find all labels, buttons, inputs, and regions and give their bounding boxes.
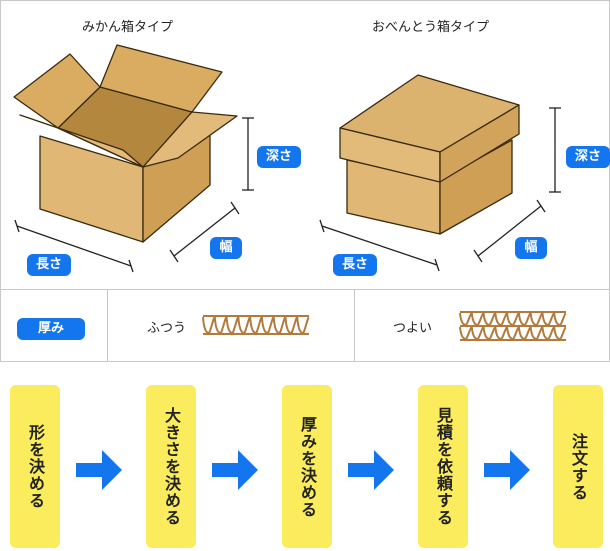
divider — [354, 289, 355, 362]
width-badge: 幅 — [515, 237, 547, 259]
obento-box — [339, 74, 520, 235]
box-illustrations — [13, 44, 561, 273]
dimension-lines — [14, 107, 561, 273]
step-order: 注文する — [553, 385, 603, 548]
normal-label: ふつう — [147, 321, 187, 336]
mikan-box — [13, 44, 238, 243]
divider — [107, 289, 108, 362]
step-size: 大きさを決める — [146, 385, 196, 548]
depth-badge: 深さ — [257, 146, 301, 168]
arrow-right-icon — [212, 450, 258, 490]
strong-label: つよい — [393, 321, 433, 336]
step-estimate: 見積を依頼する — [418, 385, 468, 548]
obento-box-title: おべんとう箱タイプ — [372, 20, 490, 35]
length-badge: 長さ — [27, 254, 71, 276]
width-badge: 幅 — [210, 237, 242, 259]
depth-badge: 深さ — [566, 146, 610, 168]
length-badge: 長さ — [333, 254, 377, 276]
strong-corrugation-icon — [459, 311, 567, 341]
arrow-right-icon — [76, 450, 122, 490]
normal-corrugation-icon — [202, 315, 310, 335]
mikan-box-title: みかん箱タイプ — [82, 20, 174, 35]
step-thickness: 厚みを決める — [282, 385, 332, 548]
arrow-right-icon — [348, 450, 394, 490]
step-shape: 形を決める — [10, 385, 60, 548]
thickness-badge: 厚み — [17, 318, 85, 340]
arrow-right-icon — [484, 450, 530, 490]
